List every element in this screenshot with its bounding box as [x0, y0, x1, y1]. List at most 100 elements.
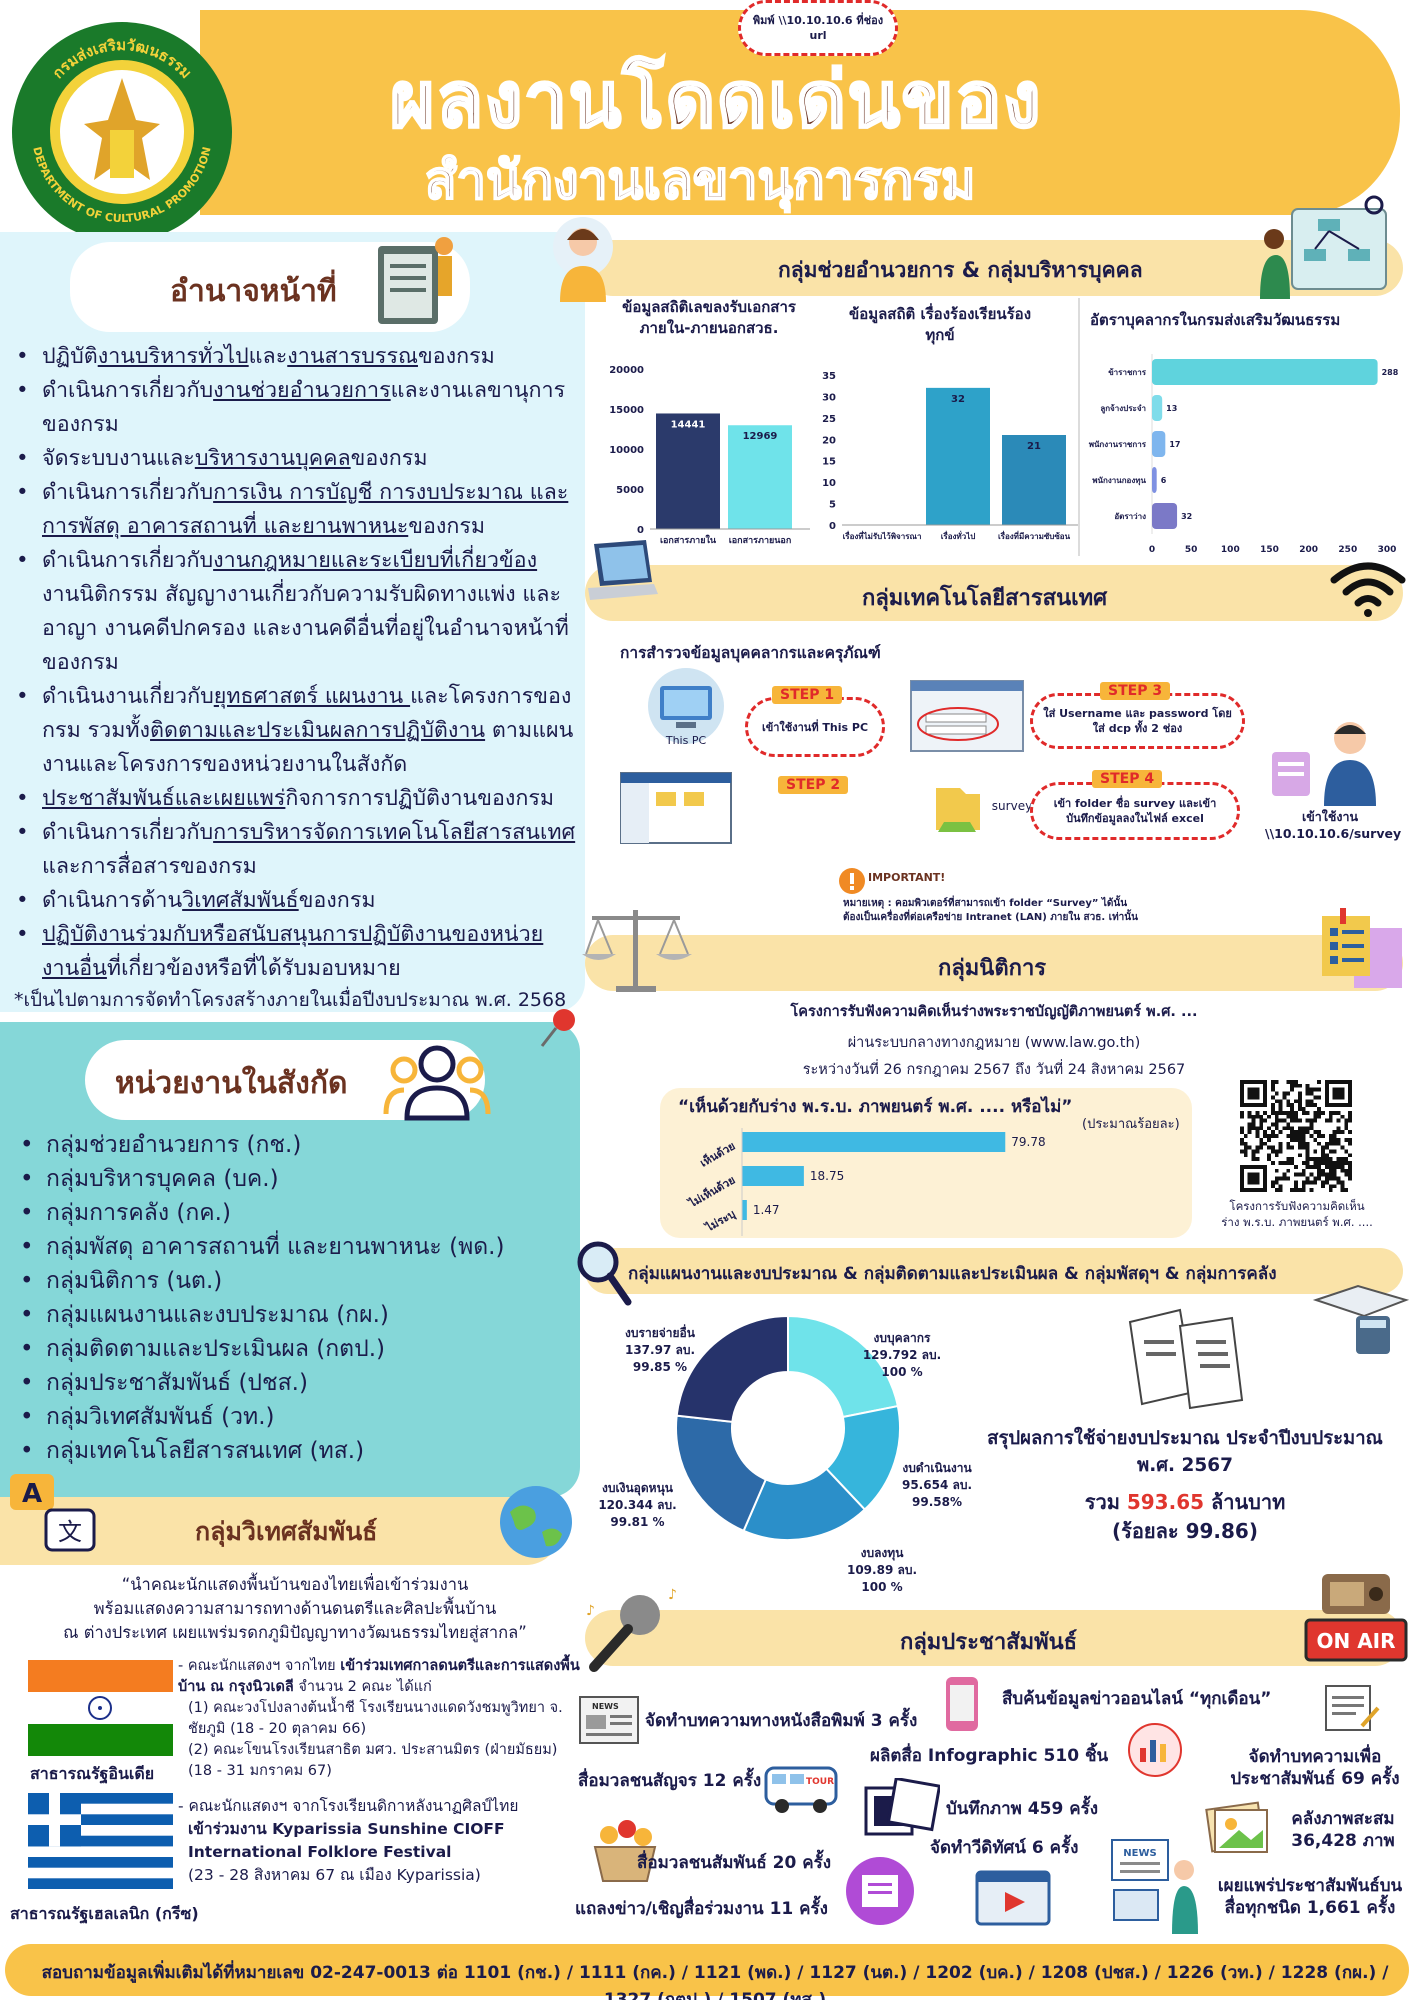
- qr-module: [1270, 1149, 1275, 1154]
- label-name: งบเงินอุดหนุน: [602, 1481, 673, 1495]
- qr-module: [1336, 1176, 1341, 1181]
- qr-module: [1286, 1091, 1291, 1096]
- qr-module: [1328, 1137, 1333, 1142]
- qr-module: [1243, 1153, 1248, 1158]
- qr-module: [1301, 1172, 1306, 1177]
- qr-module: [1297, 1083, 1302, 1088]
- qr-module: [1297, 1095, 1302, 1100]
- poll-box: [660, 1088, 1192, 1238]
- qr-finder-core: [1247, 1087, 1260, 1100]
- qr-module: [1251, 1126, 1256, 1131]
- india-count: จำนวน 2 คณะ ได้แก่: [298, 1679, 432, 1695]
- qr-module: [1344, 1168, 1349, 1173]
- qr-module: [1309, 1188, 1314, 1192]
- qr-code-icon[interactable]: [1240, 1080, 1352, 1192]
- step3-box: ใส่ Username และ password โดยใส่ dcp ทั้…: [1030, 693, 1245, 749]
- qr-module: [1290, 1161, 1295, 1165]
- qr-module: [1309, 1180, 1314, 1185]
- qr-module: [1270, 1134, 1275, 1138]
- file-explorer-icon: [620, 772, 732, 844]
- greece-flag-icon: [28, 1793, 173, 1889]
- qr-module: [1305, 1180, 1310, 1185]
- qr-module: [1317, 1172, 1322, 1177]
- this-pc-icon: This PC: [648, 668, 724, 747]
- x-tick-label: 200: [1299, 545, 1318, 555]
- qr-module: [1278, 1145, 1283, 1150]
- qr-module: [1294, 1164, 1298, 1169]
- qr-module: [1294, 1137, 1298, 1142]
- it-access-label: เข้าใช้งาน \\10.10.10.6/survey: [1265, 808, 1401, 842]
- office-worker-icon: [1272, 722, 1376, 806]
- donut-label-other: งบรายจ่ายอื่น 137.97 ลบ. 99.85 %: [600, 1325, 720, 1376]
- qr-module: [1297, 1103, 1302, 1108]
- qr-module: [1247, 1122, 1252, 1127]
- qr-module: [1263, 1141, 1268, 1146]
- qr-module: [1317, 1114, 1322, 1119]
- y-tick-label: พนักงานราชการ: [1089, 440, 1147, 449]
- qr-module: [1278, 1149, 1283, 1154]
- qr-module: [1301, 1188, 1306, 1192]
- budget-summary-2: พ.ศ. 2567: [1137, 1455, 1233, 1476]
- translation-chat-icon: A 文: [10, 1474, 96, 1552]
- intl-quote-line: “นำคณะนักแสดงพื้นบ้านของไทยเพื่อเข้าร่วม…: [121, 1575, 469, 1594]
- duty-item: ดำเนินงานเกี่ยวกับยุทธศาสตร์ แผนงาน และโ…: [10, 680, 580, 782]
- qr-module: [1263, 1134, 1268, 1138]
- duty-item: ปฏิบัติงานบริหารทั่วไปและงานสารบรรณของกร…: [10, 340, 580, 374]
- qr-module: [1328, 1118, 1333, 1123]
- chart-budget-donut: [675, 1314, 901, 1541]
- qr-module: [1278, 1176, 1283, 1181]
- plan-band: [585, 1248, 1403, 1294]
- it-heading: กลุ่มเทคโนโลยีสารสนเทศ: [862, 586, 1108, 611]
- qr-module: [1294, 1180, 1298, 1185]
- qr-module: [1348, 1168, 1352, 1173]
- qr-module: [1274, 1122, 1279, 1127]
- qr-module: [1255, 1110, 1260, 1115]
- qr-module: [1247, 1145, 1252, 1150]
- qr-module: [1282, 1126, 1287, 1131]
- duties-note: *เป็นไปตามการจัดทำโครงสร้างภายในเมื่อปีง…: [14, 989, 567, 1011]
- qr-module: [1313, 1087, 1318, 1092]
- x-tick-label: 100: [1221, 545, 1240, 555]
- qr-module: [1321, 1153, 1325, 1158]
- y-tick-label: พนักงานกองทุน: [1092, 476, 1146, 486]
- y-tick-label: 5000: [616, 485, 644, 496]
- qr-module: [1332, 1149, 1337, 1154]
- qr-module: [1270, 1161, 1275, 1165]
- pr-video: จัดทำวีดิทัศน์ 6 ครั้ง: [930, 1838, 1079, 1858]
- qr-module: [1297, 1153, 1302, 1158]
- qr-module: [1328, 1110, 1333, 1115]
- label-name: งบบุคลากร: [873, 1331, 931, 1345]
- svg-text:文: 文: [58, 1518, 82, 1546]
- pr-media: สื่อมวลชนสัมพันธ์ 20 ครั้ง: [637, 1853, 831, 1873]
- qr-module: [1259, 1118, 1264, 1123]
- pr-search: สืบค้นข้อมูลข่าวออนไลน์ “ทุกเดือน”: [1002, 1689, 1272, 1709]
- step1-box: เข้าใช้งานที่ This PC: [745, 697, 885, 757]
- qr-module: [1301, 1126, 1306, 1131]
- step1-tag: STEP 1: [772, 686, 843, 704]
- qr-module: [1286, 1103, 1291, 1108]
- globe-icon: [500, 1486, 572, 1558]
- qr-module: [1313, 1103, 1318, 1108]
- qr-module: [1255, 1157, 1260, 1162]
- qr-module: [1336, 1157, 1341, 1162]
- bar: [742, 1132, 1006, 1152]
- qr-module: [1290, 1137, 1295, 1142]
- qr-module: [1294, 1130, 1298, 1135]
- qr-module: [1317, 1161, 1322, 1165]
- y-tick-label: ไม่เห็นด้วย: [685, 1172, 738, 1211]
- y-tick-label: 25: [822, 414, 836, 425]
- push-pin-icon: [540, 1009, 575, 1047]
- chart2-title: ข้อมูลสถิติ เรื่องร้องเรียนร้องทุกข์: [848, 305, 1032, 344]
- qr-module: [1297, 1118, 1302, 1123]
- india-line: - คณะนักแสดงฯ จากไทย เข้าร่วมเทศกาลดนตรี…: [178, 1656, 583, 1698]
- qr-module: [1297, 1091, 1302, 1096]
- qr-module: [1259, 1122, 1264, 1127]
- plan-heading: กลุ่มแผนงานและงบประมาณ & กลุ่มติดตามและป…: [628, 1264, 1277, 1284]
- y-tick-label: ไม่ระบุ: [701, 1206, 738, 1236]
- qr-module: [1301, 1168, 1306, 1173]
- qr-module: [1313, 1180, 1318, 1185]
- duty-item: ดำเนินการเกี่ยวกับงานช่วยอำนวยการและงานเ…: [10, 374, 580, 442]
- qr-module: [1309, 1103, 1314, 1108]
- qr-caption-1: โครงการรับฟังความคิดเห็น: [1229, 1199, 1365, 1213]
